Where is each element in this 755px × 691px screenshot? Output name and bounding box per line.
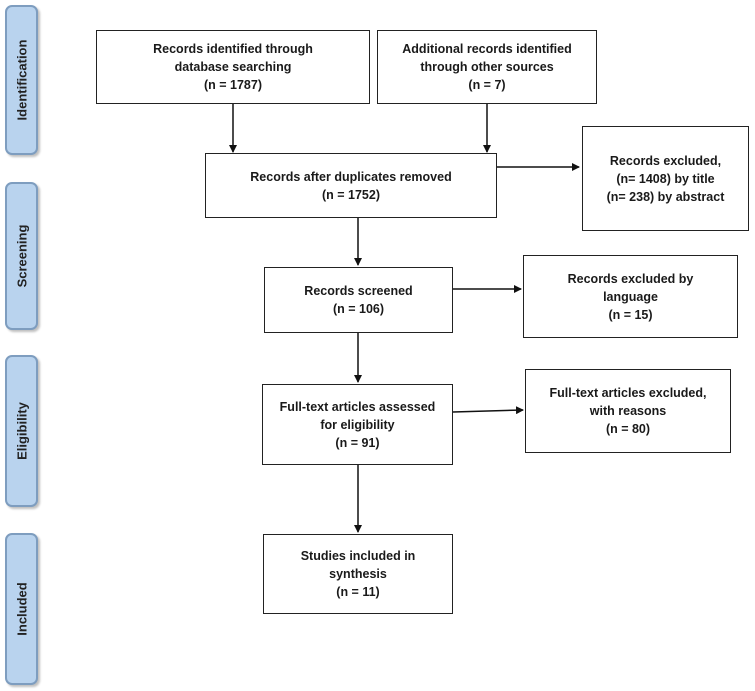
fulltext-assessed-line-1: Full-text articles assessed	[279, 399, 436, 414]
excluded-language-line-1: Records excluded by	[567, 271, 694, 286]
screened-count: (n = 106)	[332, 302, 385, 316]
fulltext-assessed-count: (n = 91)	[335, 435, 380, 450]
included-studies-line-1: Studies included in	[300, 549, 416, 563]
stage-identification: Identification	[5, 5, 38, 155]
fulltext-excluded-count: (n = 80)	[605, 422, 651, 436]
box-after-duplicates: Records after duplicates removed (n = 17…	[205, 153, 497, 218]
excluded-by-abstract: (n= 238) by abstract	[606, 189, 725, 204]
stage-eligibility: Eligibility	[5, 355, 38, 507]
db-search-line-2: database searching	[174, 60, 292, 74]
excluded-language-count: (n = 15)	[608, 307, 653, 322]
box-excluded-language: Records excluded by language (n = 15)	[523, 255, 738, 338]
screened-line-1: Records screened	[304, 284, 413, 298]
fulltext-excluded-line-1: Full-text articles excluded,	[549, 386, 707, 400]
box-included-studies: Studies included in synthesis (n = 11)	[263, 534, 453, 614]
other-sources-line-2: through other sources	[420, 60, 554, 74]
stage-included: Included	[5, 533, 38, 685]
box-fulltext-excluded: Full-text articles excluded, with reason…	[525, 369, 731, 453]
box-records-screened: Records screened (n = 106)	[264, 267, 453, 333]
after-duplicates-count: (n = 1752)	[321, 187, 380, 202]
box-excluded-title-abstract: Records excluded, (n= 1408) by title (n=…	[582, 126, 749, 231]
stage-screening: Screening	[5, 182, 38, 330]
included-studies-line-2: synthesis	[329, 567, 387, 581]
db-search-count: (n = 1787)	[203, 78, 262, 92]
excluded-by-title: (n= 1408) by title	[616, 171, 715, 186]
included-studies-count: (n = 11)	[336, 585, 380, 599]
other-sources-count: (n = 7)	[468, 78, 506, 92]
box-fulltext-assessed: Full-text articles assessed for eligibil…	[262, 384, 453, 465]
box-other-sources: Additional records identified through ot…	[377, 30, 597, 104]
excluded-language-line-2: language	[603, 289, 658, 304]
db-search-line-1: Records identified through	[153, 42, 313, 56]
fulltext-assessed-line-2: for eligibility	[320, 417, 395, 432]
excluded-title-abstract-line-1: Records excluded,	[609, 153, 722, 168]
box-database-search: Records identified through database sear…	[96, 30, 370, 104]
other-sources-line-1: Additional records identified	[402, 42, 572, 56]
arrow-fulltext-to-excluded	[452, 406, 524, 415]
after-duplicates-line-1: Records after duplicates removed	[250, 169, 452, 184]
fulltext-excluded-line-2: with reasons	[589, 404, 667, 418]
